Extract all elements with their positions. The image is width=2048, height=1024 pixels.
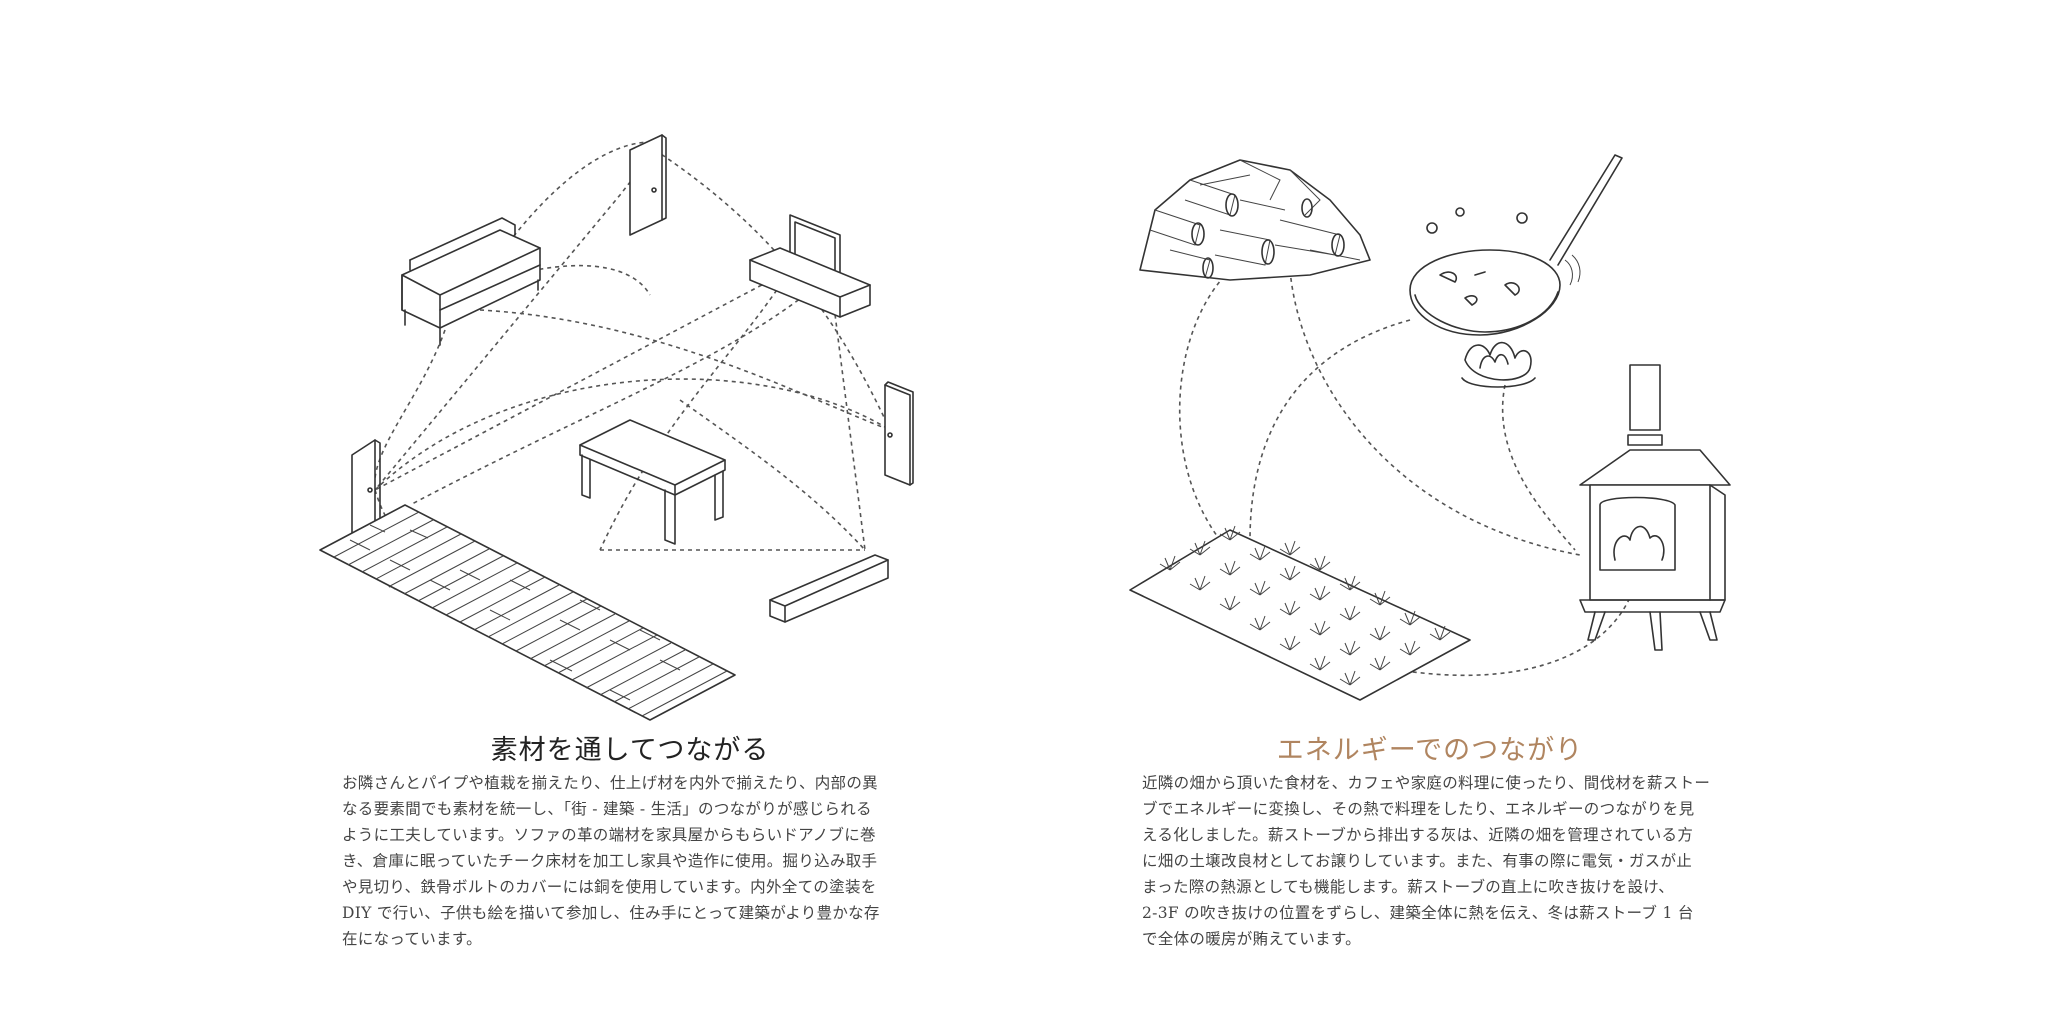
materials-illustration xyxy=(319,134,914,721)
energy-illustration xyxy=(1129,154,1731,701)
floorboards-icon xyxy=(319,504,736,721)
door-icon-right xyxy=(884,381,914,486)
sofa-icon xyxy=(401,217,541,346)
firewood-icon xyxy=(1139,159,1371,281)
materials-title: 素材を通してつながる xyxy=(490,735,770,766)
door-icon xyxy=(629,134,667,236)
frying-pan-icon xyxy=(1409,154,1623,336)
connection-lines xyxy=(1178,269,1641,677)
energy-title: エネルギーでのつながり xyxy=(1276,735,1584,766)
tv-stand-icon xyxy=(749,214,871,318)
vegetable-field-icon xyxy=(1129,525,1471,701)
energy-panel: エネルギーでのつながり 近隣の畑から頂いた食材を、カフェや家庭の料理に使ったり、… xyxy=(1110,0,1750,1024)
bench-icon xyxy=(769,554,889,623)
energy-description: 近隣の畑から頂いた食材を、カフェや家庭の料理に使ったり、間伐材を薪ストー ブでエ… xyxy=(1142,774,1711,948)
materials-panel: 素材を通してつながる お隣さんとパイプや植栽を揃えたり、仕上げ材を内外で揃えたり… xyxy=(310,0,950,1024)
wood-stove-icon xyxy=(1579,364,1731,651)
gas-flame-icon xyxy=(1461,341,1536,388)
table-icon xyxy=(579,419,726,545)
materials-description: お隣さんとパイプや植栽を揃えたり、仕上げ材を内外で揃えたり、内部の異 なる要素間… xyxy=(342,774,880,948)
